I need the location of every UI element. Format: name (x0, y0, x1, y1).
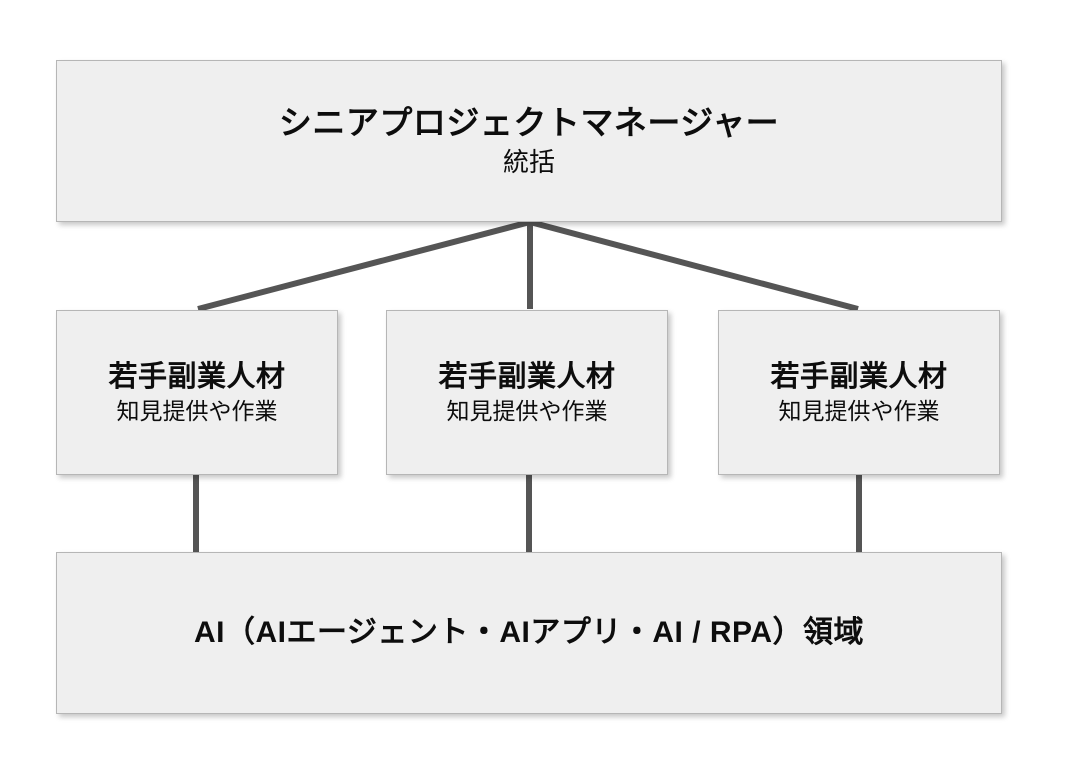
node-senior-project-manager[interactable]: シニアプロジェクトマネージャー 統括 (56, 60, 1002, 222)
connector-top-to-mid-1 (197, 219, 531, 312)
node-subtitle: 知見提供や作業 (778, 397, 940, 424)
node-title: 若手副業人材 (108, 360, 286, 393)
node-subtitle: 知見提供や作業 (116, 397, 278, 424)
node-ai-domain[interactable]: AI（AIエージェント・AIアプリ・AI / RPA）領域 (56, 552, 1002, 714)
node-young-side-job-talent-3[interactable]: 若手副業人材 知見提供や作業 (718, 310, 1000, 475)
connector-top-to-mid-3 (529, 219, 859, 312)
node-title: 若手副業人材 (770, 360, 948, 393)
node-subtitle: 知見提供や作業 (446, 397, 608, 424)
node-title: AI（AIエージェント・AIアプリ・AI / RPA）領域 (193, 616, 865, 649)
node-young-side-job-talent-1[interactable]: 若手副業人材 知見提供や作業 (56, 310, 338, 475)
node-young-side-job-talent-2[interactable]: 若手副業人材 知見提供や作業 (386, 310, 668, 475)
node-title: 若手副業人材 (438, 360, 616, 393)
node-title: シニアプロジェクトマネージャー (278, 103, 780, 141)
node-subtitle: 統括 (502, 146, 555, 177)
